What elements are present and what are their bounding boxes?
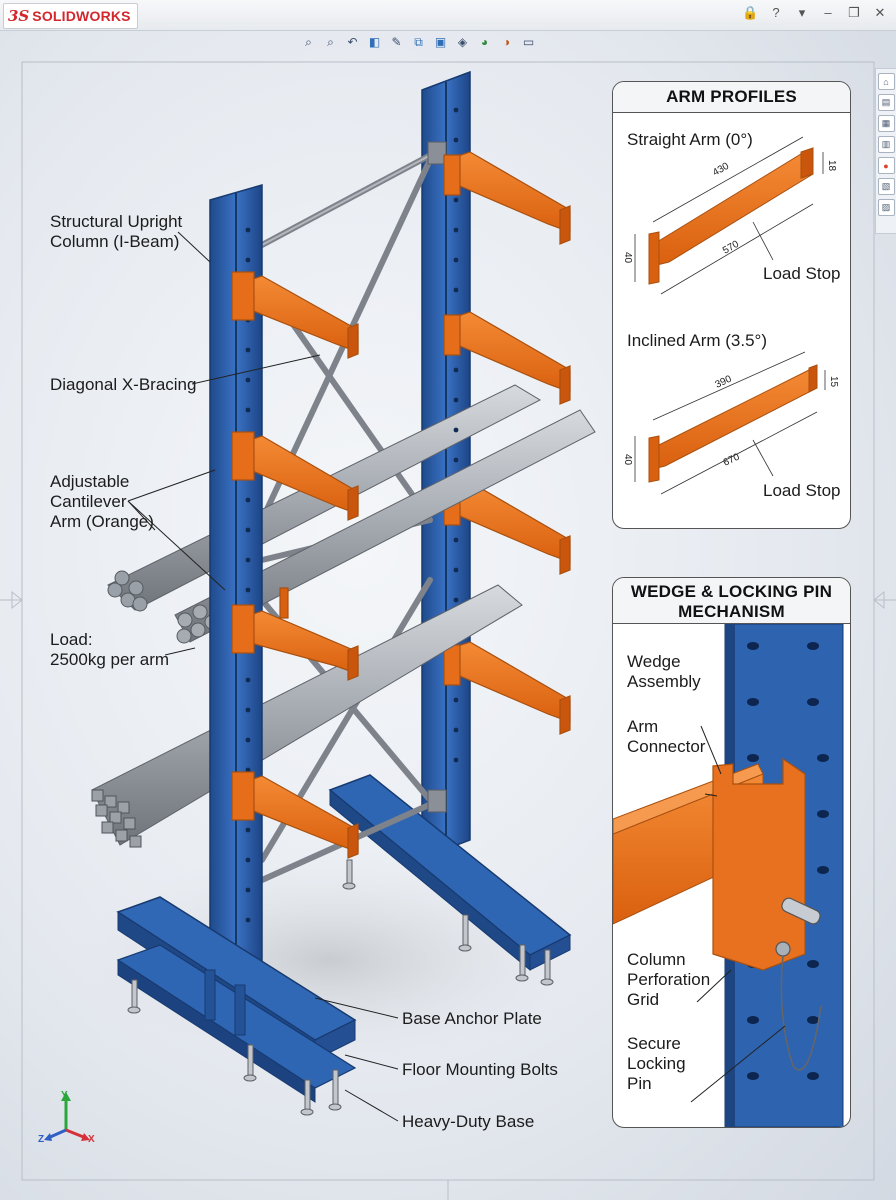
- resources-icon[interactable]: ▤: [877, 94, 895, 111]
- straight-arm-shape: [648, 147, 814, 285]
- inclined-arm-shape: [648, 364, 818, 483]
- design-library-icon[interactable]: ▦: [877, 115, 895, 132]
- wedge-panel-title: WEDGE & LOCKING PIN MECHANISM: [613, 578, 850, 624]
- bracing-gusset: [427, 789, 447, 813]
- triad-x-label: X: [88, 1134, 95, 1145]
- minimize-icon[interactable]: –: [824, 5, 832, 20]
- triad-y-label: Y: [61, 1090, 68, 1101]
- brand-name: SOLIDWORKS: [32, 8, 131, 24]
- help-icon[interactable]: ?: [772, 5, 780, 20]
- front-cantilever-arms[interactable]: [231, 271, 359, 859]
- straight-arm-label: Straight Arm (0°): [627, 130, 753, 149]
- callout-leaders: [127, 231, 399, 1122]
- inclined-arm-label: Inclined Arm (3.5°): [627, 331, 768, 350]
- hide-show-icon[interactable]: ◈: [457, 35, 468, 49]
- detail-wedge-bracket: [712, 757, 806, 971]
- window-controls: 🔒 ? ▾ – ❐ ✕: [742, 5, 888, 21]
- zoom-to-area-icon[interactable]: ⌕: [327, 34, 334, 49]
- callout-cantilever-arm: Adjustable Cantilever Arm (Orange): [50, 472, 154, 531]
- close-icon[interactable]: ✕: [874, 5, 886, 20]
- solidworks-logo[interactable]: 3S SOLIDWORKS: [3, 3, 138, 29]
- appearances-icon[interactable]: ●: [877, 157, 895, 174]
- straight-height-dim: 18: [826, 160, 837, 172]
- wedge-locking-pin-panel: WEDGE & LOCKING PIN MECHANISM Wedge Ass: [612, 577, 851, 1128]
- apply-scene-icon[interactable]: ◑: [502, 35, 511, 49]
- heads-up-view-toolbar: ⌕ ⌕ ↶ ◧ ✎ ⧉ ▣ ◈ ◕ ◑ ▭: [300, 32, 537, 52]
- dropdown-icon[interactable]: ▾: [798, 5, 806, 20]
- inclined-inner-dim: 670: [722, 452, 742, 469]
- callout-heavy-duty-base: Heavy-Duty Base: [402, 1112, 535, 1131]
- inclined-length-dim: 390: [714, 374, 734, 391]
- arm-connector-label: Arm Connector: [627, 717, 706, 756]
- home-icon[interactable]: ⌂: [877, 73, 895, 90]
- front-base-beam[interactable]: [116, 896, 357, 1103]
- file-explorer-icon[interactable]: ▥: [877, 136, 895, 153]
- display-style-icon[interactable]: ▣: [434, 35, 447, 49]
- ds-logo-icon: 3S: [8, 7, 30, 25]
- custom-properties-icon[interactable]: ▨: [877, 199, 895, 216]
- triad-z-label: Z: [38, 1134, 44, 1145]
- wedge-assembly-label: Wedge Assembly: [627, 652, 701, 691]
- inclined-load-stop-label: Load Stop: [763, 481, 841, 500]
- inclined-depth-dim: 40: [622, 454, 633, 466]
- view-settings-icon[interactable]: ▭: [522, 35, 535, 49]
- arm-profile-drawings: 430 570 18 40 390 670 15 40: [622, 136, 839, 495]
- title-bar: 3S SOLIDWORKS 🔒 ? ▾ – ❐ ✕: [0, 0, 896, 31]
- detail-locking-pin: [775, 897, 822, 1071]
- edit-appearance-icon[interactable]: ◕: [480, 35, 489, 49]
- lower-square-bar-load[interactable]: [91, 584, 523, 848]
- straight-load-stop-label: Load Stop: [763, 264, 841, 283]
- previous-view-icon[interactable]: ↶: [347, 35, 358, 49]
- callout-load: Load: 2500kg per arm: [50, 630, 170, 669]
- inclined-height-dim: 15: [828, 376, 839, 388]
- callout-x-bracing: Diagonal X-Bracing: [50, 375, 197, 394]
- callout-base-anchor-plate: Base Anchor Plate: [402, 1009, 542, 1028]
- callout-floor-bolts: Floor Mounting Bolts: [402, 1060, 558, 1079]
- rear-cantilever-arms[interactable]: [443, 151, 571, 735]
- zoom-to-fit-icon[interactable]: ⌕: [305, 34, 312, 49]
- straight-depth-dim: 40: [622, 252, 633, 264]
- straight-length-dim: 430: [711, 161, 731, 179]
- straight-inner-dim: 570: [721, 239, 741, 257]
- arm-profiles-title: ARM PROFILES: [613, 82, 850, 113]
- arm-profiles-panel: ARM PROFILES Straight Arm (0°) Inclined …: [612, 81, 851, 529]
- sheet-border: [0, 61, 896, 1200]
- view-orientation-icon[interactable]: ⧉: [414, 34, 423, 49]
- section-view-icon[interactable]: ◧: [368, 35, 381, 49]
- locking-pin-label: Secure Locking Pin: [627, 1034, 686, 1093]
- wedge-detail-drawing: [613, 624, 844, 1127]
- coordinate-triad[interactable]: Y X Z: [38, 1090, 98, 1150]
- callout-upright-column: Structural Upright Column (I-Beam): [50, 212, 183, 251]
- lock-icon[interactable]: 🔒: [742, 5, 759, 20]
- task-pane: ⌂ ▤ ▦ ▥ ● ▧ ▨: [875, 68, 896, 234]
- restore-icon[interactable]: ❐: [848, 5, 860, 20]
- dynamic-annotation-icon[interactable]: ✎: [391, 35, 402, 49]
- view-palette-icon[interactable]: ▧: [877, 178, 895, 195]
- floor-mounting-bolts[interactable]: [127, 859, 554, 1116]
- bracing-gusset: [427, 141, 447, 165]
- perforation-grid-label: Column Perforation Grid: [627, 950, 711, 1009]
